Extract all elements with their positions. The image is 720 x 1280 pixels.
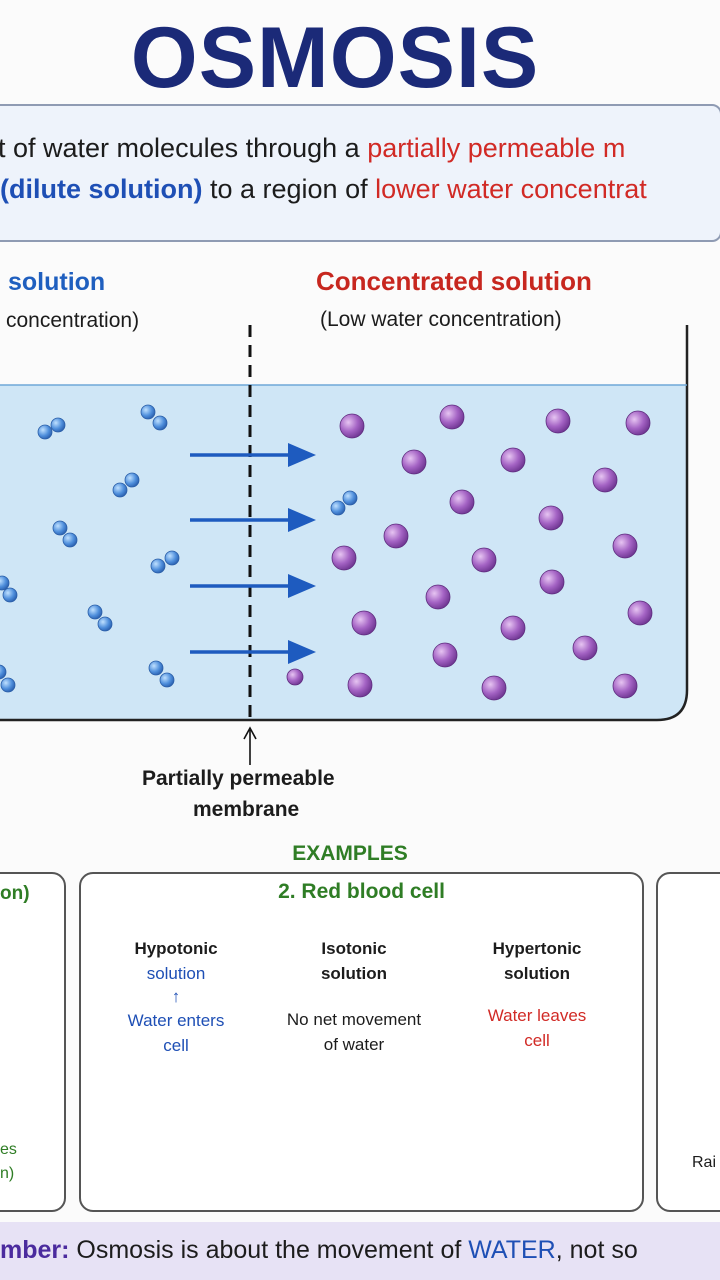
water-molecule bbox=[37, 417, 66, 440]
arrow-4 bbox=[190, 640, 316, 664]
hypotonic-heading: Hypotonic bbox=[134, 939, 218, 958]
page-title: OSMOSIS bbox=[130, 10, 540, 106]
hypertonic-column: Hypertonic solution Water leaves cell bbox=[457, 936, 617, 1053]
membrane-label-line-2: membrane bbox=[193, 798, 300, 821]
concentrated-solution-subtitle: (Low water concentration) bbox=[320, 308, 562, 331]
definition-line-1: t of water molecules through a partially… bbox=[0, 133, 626, 163]
isotonic-desc-line-2: of water bbox=[323, 1035, 385, 1054]
definition-line-2: (dilute solution) to a region of lower w… bbox=[0, 174, 647, 204]
concentrated-solution-heading: Concentrated solution bbox=[316, 266, 592, 296]
isotonic-heading: Isotonic bbox=[321, 939, 387, 958]
water-molecule bbox=[112, 472, 140, 498]
hypotonic-solution-label: solution bbox=[146, 964, 206, 983]
examples-heading: EXAMPLES bbox=[292, 842, 408, 865]
hypotonic-desc-line-2: cell bbox=[163, 1036, 189, 1055]
water-molecule bbox=[0, 575, 18, 603]
membrane-label-line-1: Partially permeable bbox=[142, 767, 335, 790]
up-arrow-icon: ↑ bbox=[171, 987, 181, 1006]
water-molecule bbox=[330, 490, 358, 516]
example-card-beaker bbox=[656, 872, 720, 1212]
isotonic-desc-line-1: No net movement bbox=[286, 1010, 422, 1029]
water-molecule bbox=[150, 550, 180, 574]
plant-card-caption-partial-2: n) bbox=[0, 1165, 15, 1182]
water-molecule bbox=[87, 604, 113, 632]
dilute-solution-subtitle: concentration) bbox=[6, 309, 140, 332]
water-molecule bbox=[148, 660, 175, 688]
isotonic-column: Isotonic solution No net movement of wat… bbox=[274, 936, 434, 1057]
hypotonic-column: Hypotonic solution ↑ Water enters cell bbox=[96, 936, 256, 1058]
hypertonic-desc-line-1: Water leaves bbox=[487, 1006, 587, 1025]
water-molecule bbox=[140, 404, 168, 431]
plant-card-title-partial: on) bbox=[0, 883, 30, 904]
footer-remember-text: mber: Osmosis is about the movement of W… bbox=[0, 1236, 638, 1264]
membrane bbox=[243, 325, 257, 765]
definition-box bbox=[0, 104, 720, 242]
hypertonic-solution-label: solution bbox=[503, 964, 571, 983]
beaker-card-caption-partial: Rai bbox=[692, 1154, 717, 1171]
water-molecule bbox=[0, 664, 16, 693]
solute-molecules bbox=[286, 404, 653, 701]
arrow-3 bbox=[190, 574, 316, 598]
plant-card-caption-partial-1: es bbox=[0, 1141, 17, 1158]
arrow-1 bbox=[190, 443, 316, 467]
water-flow-arrows bbox=[190, 443, 316, 664]
footer-banner bbox=[0, 1222, 720, 1280]
hypotonic-desc-line-1: Water enters bbox=[127, 1011, 225, 1030]
rbc-card-title: 2. Red blood cell bbox=[278, 880, 445, 903]
example-card-rbc bbox=[79, 872, 644, 1212]
dilute-solution-heading: solution bbox=[8, 268, 106, 296]
water-molecule bbox=[52, 520, 78, 548]
hypertonic-desc-line-2: cell bbox=[524, 1031, 550, 1050]
arrow-2 bbox=[190, 508, 316, 532]
tank bbox=[0, 325, 689, 722]
example-card-plant bbox=[0, 872, 66, 1212]
hypertonic-heading: Hypertonic bbox=[492, 939, 582, 958]
water-molecules bbox=[0, 404, 358, 693]
isotonic-solution-label: solution bbox=[320, 964, 388, 983]
